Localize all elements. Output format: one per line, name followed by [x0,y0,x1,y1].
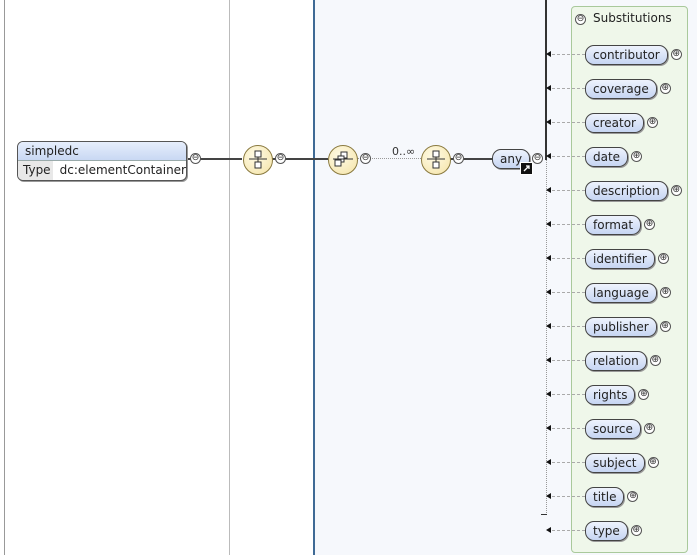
substitution-element-type[interactable]: type [585,521,628,541]
sequence-icon [249,150,267,169]
substitution-element-subject[interactable]: subject [585,453,645,473]
substitution-element-publisher[interactable]: publisher [585,317,657,337]
substitution-element-format[interactable]: format [585,215,642,235]
expand-icon[interactable]: ⊕ [643,423,655,434]
reference-link-icon[interactable] [520,162,533,175]
expand-icon[interactable]: ⊕ [670,185,682,196]
substitution-element-rights[interactable]: rights [585,385,636,405]
expand-icon[interactable]: ⊕ [630,525,642,536]
substitution-element-coverage[interactable]: coverage [585,79,657,99]
substitution-connector [552,326,585,327]
connector-4 [450,158,492,160]
substitution-trunk-dotted [546,160,547,515]
substitution-arrow [546,187,551,193]
substitution-connector [552,156,585,157]
expand-icon[interactable]: ⊕ [659,83,671,94]
substitution-connector [552,394,585,395]
left-edge-line [4,0,5,555]
collapse-icon[interactable]: ⊖ [360,153,371,164]
column-divider-1 [229,0,230,555]
substitution-connector [552,428,585,429]
collapse-icon[interactable]: ⊖ [532,153,543,164]
substitution-connector [552,122,585,123]
expand-icon[interactable]: ⊕ [647,457,659,468]
substitution-arrow [546,289,551,295]
substitution-arrow [546,425,551,431]
substitution-connector [552,224,585,225]
substitution-arrow [546,493,551,499]
connector-3-dotted [357,158,421,159]
substitution-connector [552,360,585,361]
substitution-arrow [546,221,551,227]
trunk-end-tick [541,514,547,515]
substitution-connector [552,258,585,259]
sequence-compositor-2[interactable] [421,145,451,175]
substitution-connector [552,190,585,191]
substitution-arrow [546,85,551,91]
substitution-element-source[interactable]: source [585,419,641,439]
collapse-icon[interactable]: ⊖ [190,153,201,164]
expand-icon[interactable]: ⊕ [659,287,671,298]
expand-icon[interactable]: ⊕ [627,491,639,502]
expand-icon[interactable]: ⊕ [649,355,661,366]
sequence-compositor[interactable] [243,145,273,175]
substitution-connector [552,496,585,497]
substitution-arrow [546,153,551,159]
substitution-arrow [546,459,551,465]
substitution-element-title[interactable]: title [585,487,625,507]
substitution-connector [552,54,585,55]
choice-compositor[interactable] [328,145,358,175]
expand-icon[interactable]: ⊕ [638,389,650,400]
expand-icon[interactable]: ⊕ [646,117,658,128]
expand-icon[interactable]: ⊕ [657,253,669,264]
expand-icon[interactable]: ⊕ [659,321,671,332]
expand-icon[interactable]: ⊕ [644,219,656,230]
root-element-simpledc[interactable]: simpledc Type dc:elementContainer [17,141,187,181]
substitution-connector [552,88,585,89]
substitution-arrow [546,527,551,533]
substitution-element-date[interactable]: date [585,147,629,167]
substitution-connector [552,462,585,463]
substitution-trunk [545,0,547,160]
substitution-arrow [546,119,551,125]
expand-icon[interactable]: ⊕ [670,49,682,60]
collapse-icon[interactable]: ⊖ [453,153,464,164]
connector-2 [272,158,328,160]
substitution-connector [552,292,585,293]
substitution-arrow [546,323,551,329]
substitution-element-contributor[interactable]: contributor [585,45,668,65]
substitution-arrow [546,51,551,57]
substitutions-collapse-icon[interactable]: ⊖ [575,14,586,25]
root-type-row: Type dc:elementContainer [18,161,186,180]
substitution-element-relation[interactable]: relation [585,351,647,371]
connector-main [186,158,242,160]
sequence-icon [427,150,445,169]
substitution-arrow [546,357,551,363]
column-divider-2 [313,0,315,555]
expand-icon[interactable]: ⊕ [631,151,643,162]
substitution-arrow [546,255,551,261]
substitution-element-identifier[interactable]: identifier [585,249,655,269]
substitution-element-creator[interactable]: creator [585,113,644,133]
substitution-element-description[interactable]: description [585,181,668,201]
substitution-element-language[interactable]: language [585,283,657,303]
sequence-cardinality: 0..∞ [392,145,416,158]
substitutions-title: Substitutions [593,11,672,25]
root-element-name: simpledc [18,142,186,161]
type-value: dc:elementContainer [59,163,186,177]
choice-icon [333,151,353,167]
collapse-icon[interactable]: ⊖ [275,153,286,164]
substitution-connector [552,530,585,531]
type-key: Type [18,161,53,180]
substitution-arrow [546,391,551,397]
